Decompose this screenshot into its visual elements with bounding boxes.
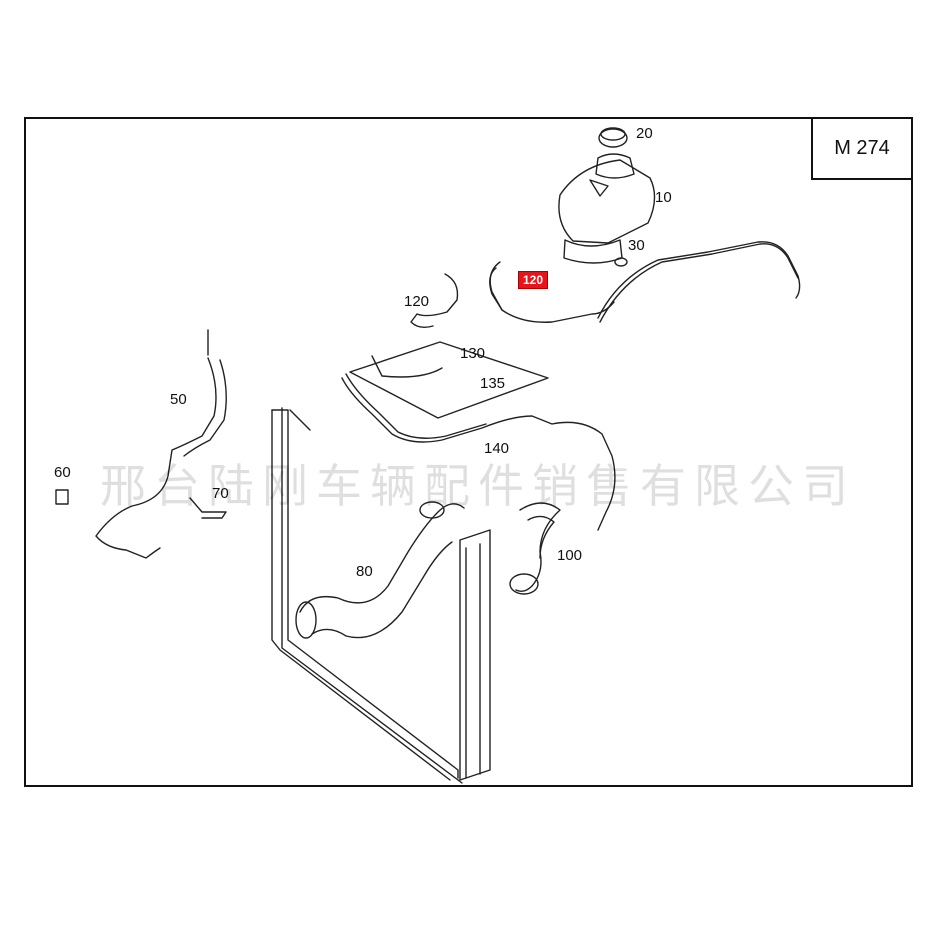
part-label-20: 20 <box>636 125 653 142</box>
part-label-60: 60 <box>54 464 71 481</box>
part-label-50: 50 <box>170 391 187 408</box>
part-label-30: 30 <box>628 237 645 254</box>
part-label-100: 100 <box>557 547 583 564</box>
tank-cap <box>598 127 628 148</box>
clip-60 <box>55 489 69 505</box>
hose-80 <box>299 503 465 613</box>
plug-30 <box>614 257 628 267</box>
part-label-120: 120 <box>404 293 430 310</box>
leader-line-130-135 <box>349 341 549 419</box>
part-label-10: 10 <box>655 189 672 206</box>
diagram-frame <box>24 117 913 787</box>
hose-120-a <box>489 261 615 323</box>
model-code-label: M 274 <box>834 137 890 159</box>
part-label-130: 130 <box>460 345 486 362</box>
hose-upper-right <box>597 241 801 319</box>
model-code-box: M 274 <box>811 117 913 180</box>
hose-120-b <box>410 273 459 329</box>
part-label-80: 80 <box>356 563 373 580</box>
radiator <box>271 407 491 784</box>
hose-140 <box>341 377 616 531</box>
part-label-120-highlighted: 120 <box>518 271 549 289</box>
hose-50 <box>95 357 217 559</box>
bracket-70 <box>189 497 227 519</box>
part-label-135: 135 <box>480 375 506 392</box>
part-label-70: 70 <box>212 485 229 502</box>
part-label-140: 140 <box>484 440 510 457</box>
